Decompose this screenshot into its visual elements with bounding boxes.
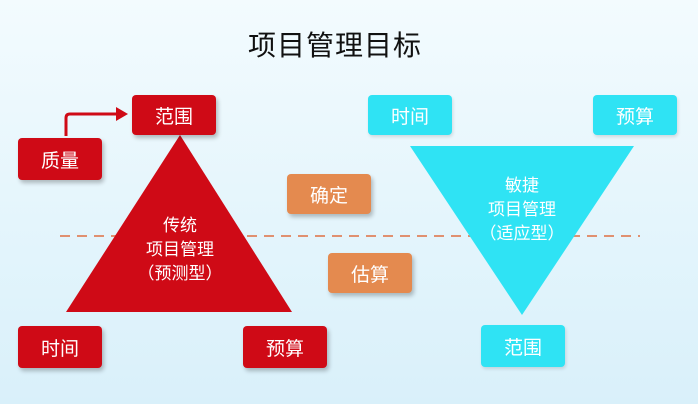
- diagram-title: 项目管理目标: [247, 29, 422, 62]
- fixed-box: 确定: [287, 174, 371, 214]
- agile-triangle: [410, 146, 634, 315]
- traditional-label-line2: 项目管理: [146, 240, 214, 260]
- agile-time-box: 时间: [368, 95, 452, 135]
- arrow-head: [116, 107, 128, 121]
- traditional-triangle: [66, 135, 292, 312]
- traditional-scope-box: 范围: [132, 95, 216, 135]
- traditional-quality-box: 质量: [18, 138, 102, 180]
- traditional-label-line1: 传统: [163, 216, 197, 236]
- quality-to-scope-arrow: [64, 112, 116, 136]
- agile-label-line2: 项目管理: [488, 200, 556, 220]
- agile-scope-box: 范围: [481, 325, 565, 367]
- traditional-budget-box: 预算: [243, 326, 327, 368]
- traditional-label-line3: （预测型）: [137, 264, 223, 284]
- agile-label-line3: （适应型）: [479, 224, 565, 244]
- agile-triangle-label: 敏捷 项目管理 （适应型）: [462, 174, 582, 246]
- estimate-box: 估算: [328, 253, 412, 293]
- agile-label-line1: 敏捷: [505, 176, 539, 196]
- traditional-triangle-label: 传统 项目管理 （预测型）: [120, 214, 240, 286]
- traditional-time-box: 时间: [18, 326, 102, 368]
- agile-budget-box: 预算: [593, 95, 677, 135]
